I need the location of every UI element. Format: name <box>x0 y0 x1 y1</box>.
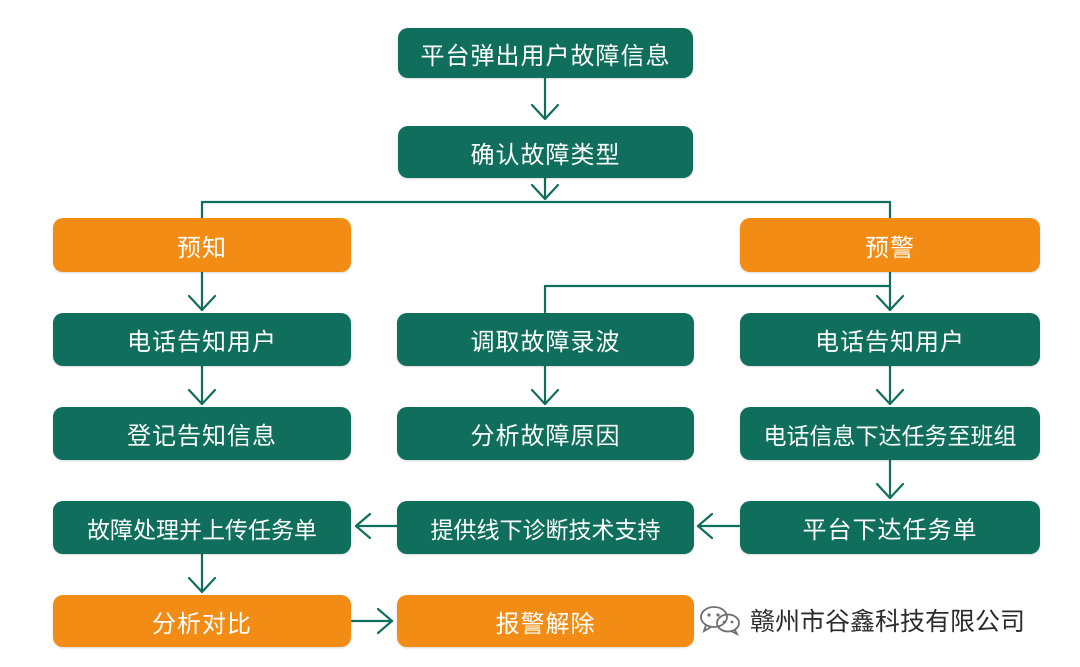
node-alarm-cleared: 报警解除 <box>397 595 694 647</box>
watermark-text: 赣州市谷鑫科技有限公司 <box>750 607 1026 636</box>
node-platform-issue-task: 平台下达任务单 <box>740 501 1040 554</box>
node-register-notice-info: 登记告知信息 <box>53 407 351 460</box>
node-analyze-compare: 分析对比 <box>53 595 351 647</box>
arrowhead-n10 <box>875 388 905 406</box>
node-foresee: 预知 <box>53 218 351 272</box>
arrowhead-n11 <box>354 512 372 540</box>
node-offline-diagnosis-support: 提供线下诊断技术支持 <box>397 501 694 554</box>
node-confirm-fault-type: 确认故障类型 <box>398 126 693 178</box>
node-assign-task-to-team: 电话信息下达任务至班组 <box>740 407 1040 460</box>
arrowhead-n8 <box>187 388 217 406</box>
arrowhead-n5 <box>187 294 217 312</box>
arrowhead-n7 <box>875 294 905 312</box>
node-platform-fault-info: 平台弹出用户故障信息 <box>398 28 693 78</box>
edge-n4-n6 <box>543 284 892 314</box>
wechat-icon <box>700 606 740 636</box>
node-fetch-fault-recording: 调取故障录波 <box>397 313 694 366</box>
watermark: 赣州市谷鑫科技有限公司 <box>698 600 1025 640</box>
arrowhead-n13 <box>875 482 905 500</box>
arrowhead-n14 <box>187 576 217 594</box>
arrowhead-n2 <box>530 103 560 121</box>
arrowhead-split <box>530 183 560 201</box>
node-analyze-fault-cause: 分析故障原因 <box>397 407 694 460</box>
node-call-user-right: 电话告知用户 <box>740 313 1040 366</box>
node-call-user-left: 电话告知用户 <box>53 313 351 366</box>
node-warning: 预警 <box>740 218 1040 272</box>
arrowhead-n15 <box>376 607 394 635</box>
arrowhead-n9 <box>530 388 560 406</box>
arrowhead-n12 <box>696 512 714 540</box>
node-handle-fault-upload: 故障处理并上传任务单 <box>53 501 351 554</box>
